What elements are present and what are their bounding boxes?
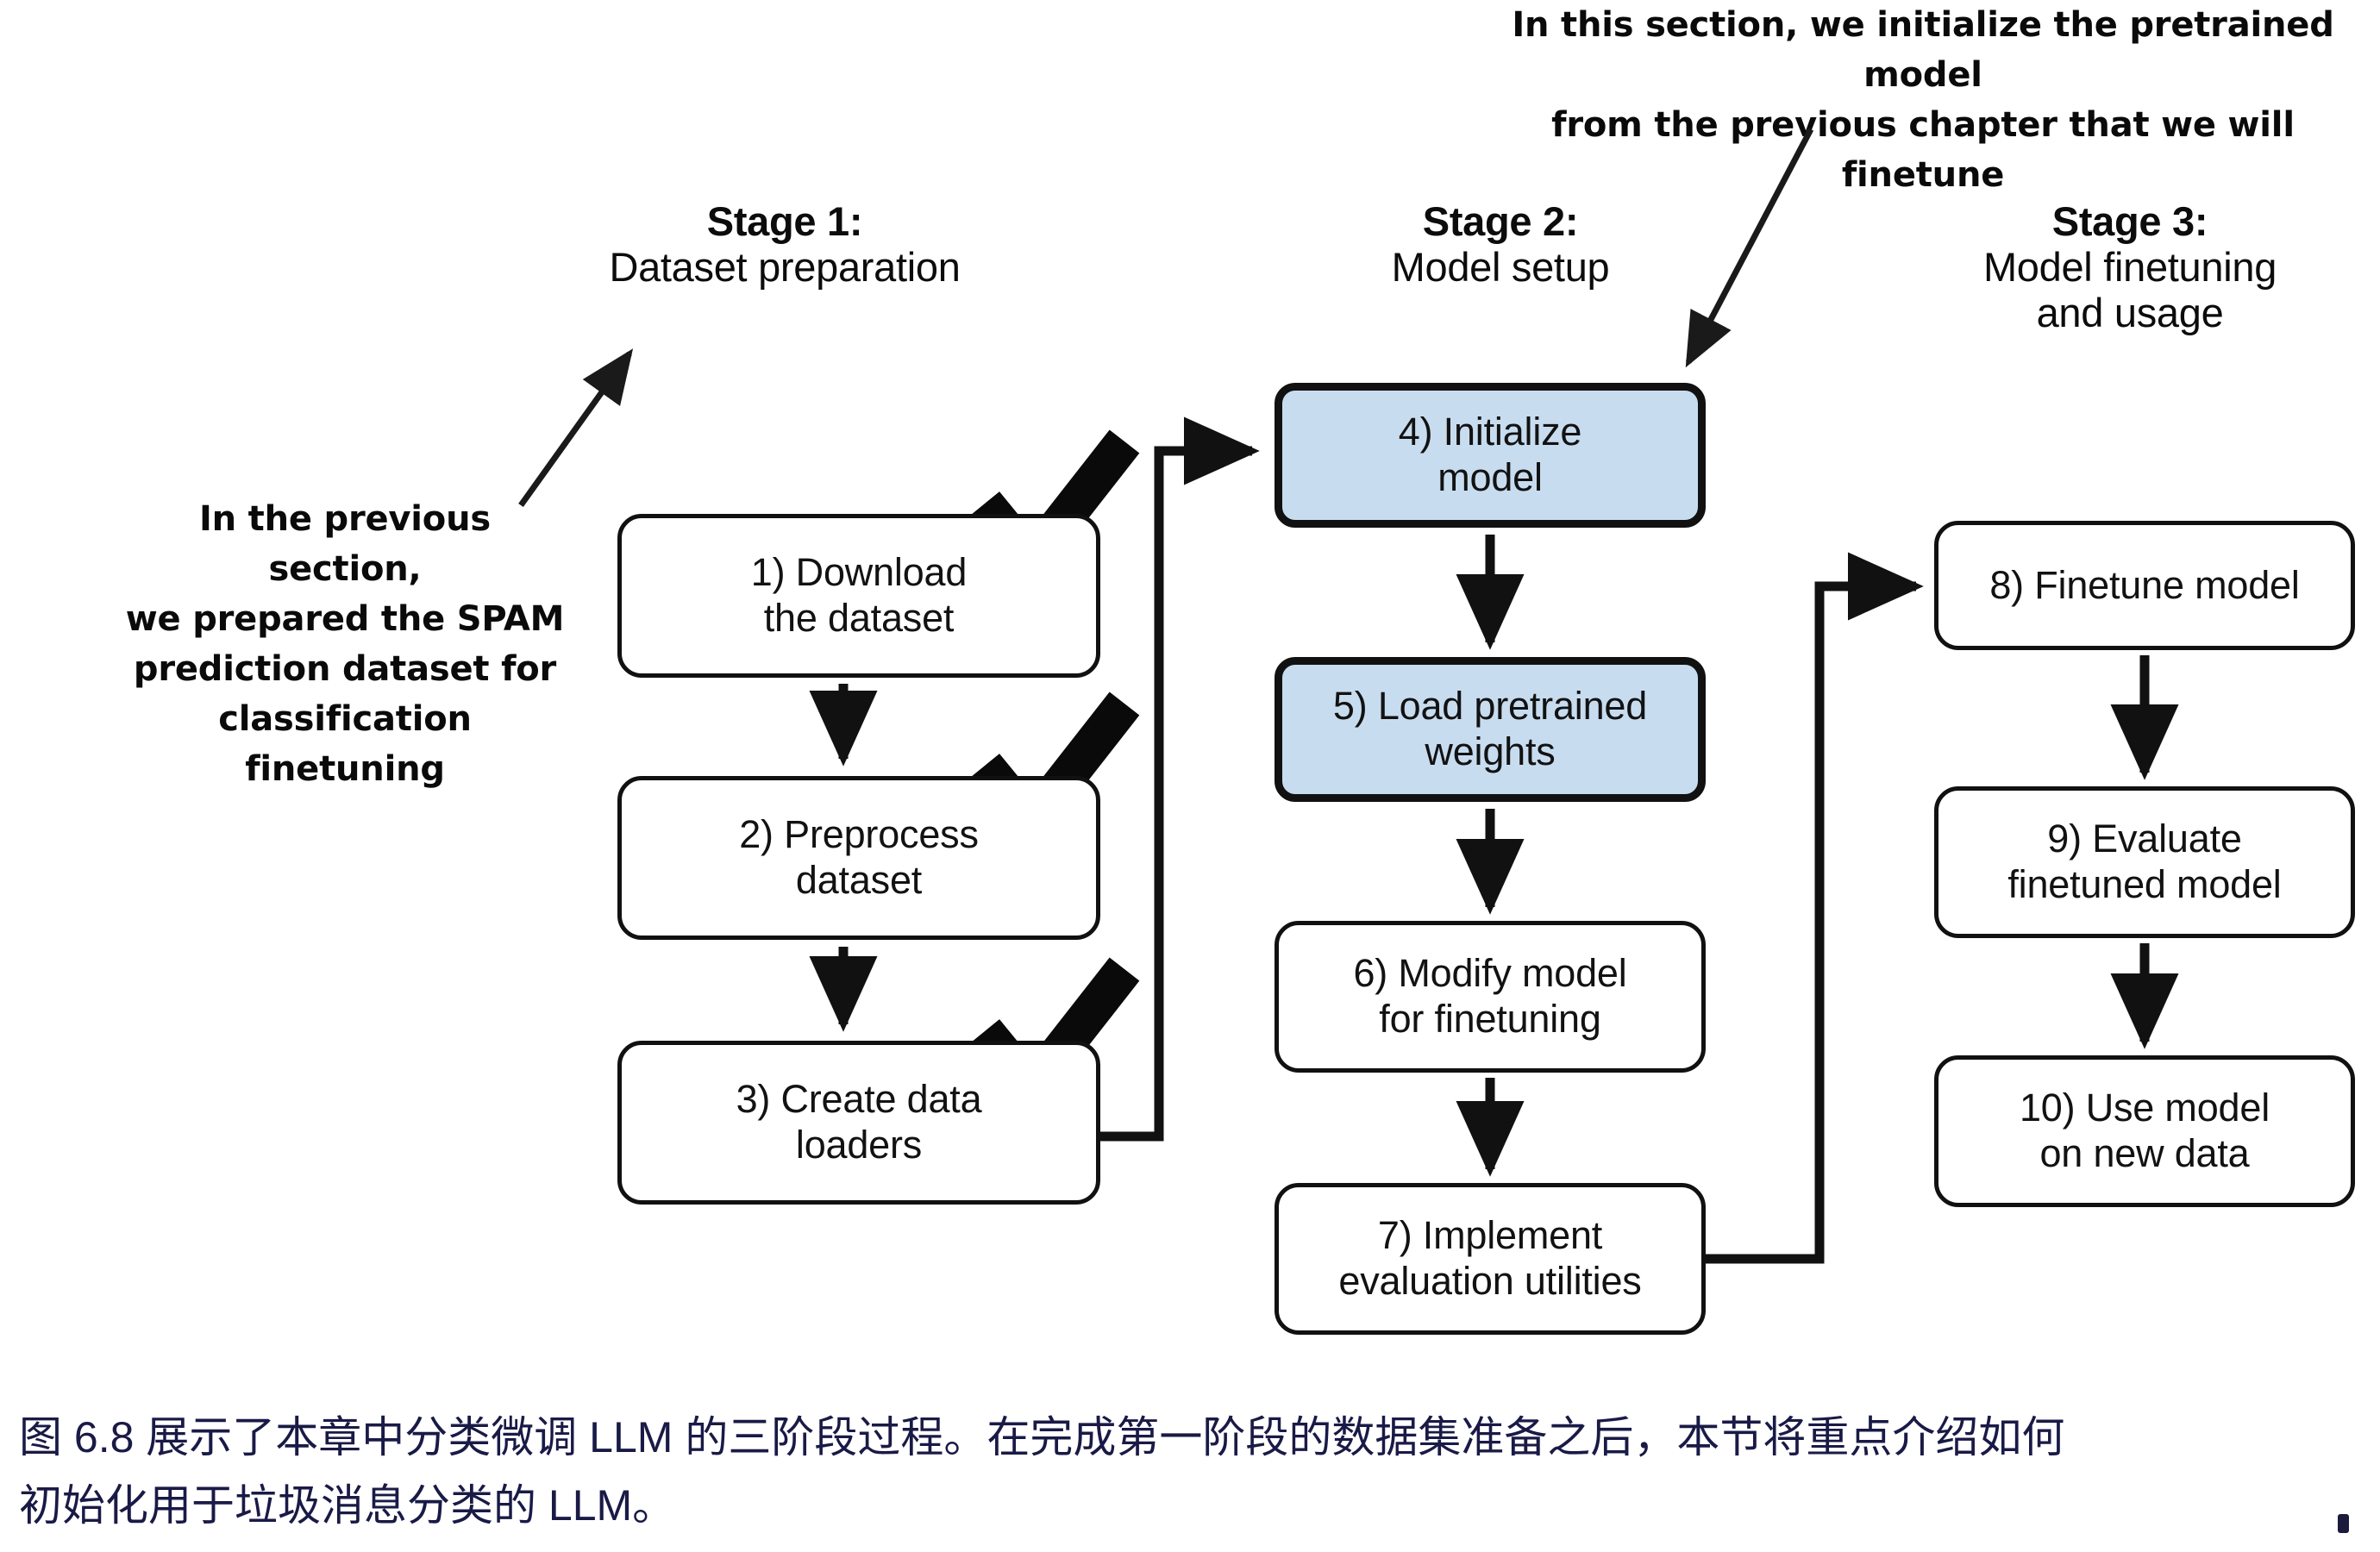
figure-caption: 图 6.8 展示了本章中分类微调 LLM 的三阶段过程。在完成第一阶段的数据集准… <box>0 1404 2380 1540</box>
stage-1-subtitle: Dataset preparation <box>609 244 961 291</box>
node-7-line-2: evaluation utilities <box>1338 1259 1642 1303</box>
node-10-line-2: on new data <box>2039 1131 2250 1175</box>
figure-canvas: Stage 1: Dataset preparation Stage 2: Mo… <box>121 0 2380 1335</box>
node-8-line-1: 8) Finetune model <box>1989 562 2300 607</box>
node-2-line-2: dataset <box>795 858 923 902</box>
node-5-line-1: 5) Load pretrained <box>1332 684 1648 729</box>
caption-line-1: 图 6.8 展示了本章中分类微调 LLM 的三阶段过程。在完成第一阶段的数据集准… <box>19 1413 2065 1461</box>
flow-node-finetune-model[interactable]: 8) Finetune model <box>1934 521 2355 650</box>
stage-2-subtitle: Model setup <box>1391 244 1610 291</box>
stage-3-subtitle-line-2: and usage <box>2036 290 2224 336</box>
arrow-annotation-left-pointer <box>518 348 634 508</box>
node-5-line-2: weights <box>1425 729 1556 773</box>
annotation-previous-section: In the previous section, we prepared the… <box>121 494 569 794</box>
stage-2-heading: Stage 2: Model setup <box>1233 198 1768 290</box>
flow-node-download-dataset[interactable]: 1) Download the dataset <box>617 514 1100 678</box>
node-1-line-2: the dataset <box>763 596 955 640</box>
stage-1-heading: Stage 1: Dataset preparation <box>483 198 1087 290</box>
annotation-left-line-4: classification finetuning <box>218 699 472 789</box>
node-9-line-1: 9) Evaluate <box>2047 817 2242 861</box>
flow-node-modify-model[interactable]: 6) Modify model for finetuning <box>1275 921 1706 1073</box>
connector-stage1-to-stage2 <box>1100 416 1260 1142</box>
flow-node-load-pretrained-weights[interactable]: 5) Load pretrained weights <box>1275 657 1706 802</box>
stage-3-heading: Stage 3: Model finetuning and usage <box>1863 198 2380 335</box>
flow-node-preprocess-dataset[interactable]: 2) Preprocess dataset <box>617 776 1100 940</box>
caption-line-2: 初始化用于垃圾消息分类的 LLM。 <box>19 1481 676 1530</box>
node-9-line-2: finetuned model <box>2007 862 2282 906</box>
text-cursor-marker <box>2338 1514 2349 1533</box>
annotation-this-section: In this section, we initialize the pretr… <box>1466 0 2380 200</box>
node-10-line-1: 10) Use model <box>2019 1086 2270 1130</box>
stage-3-subtitle-line-1: Model finetuning <box>1982 244 2277 291</box>
node-7-line-1: 7) Implement <box>1377 1213 1603 1258</box>
flow-node-implement-evaluation-utilities[interactable]: 7) Implement evaluation utilities <box>1275 1183 1706 1335</box>
node-6-line-2: for finetuning <box>1379 997 1601 1041</box>
node-2-line-1: 2) Preprocess <box>739 812 979 857</box>
flow-node-use-model-on-new-data[interactable]: 10) Use model on new data <box>1934 1055 2355 1207</box>
flow-node-initialize-model[interactable]: 4) Initialize model <box>1275 383 1706 528</box>
annotation-left-line-1: In the previous section, <box>199 499 491 589</box>
stage-3-title: Stage 3: <box>2051 198 2208 244</box>
node-1-line-1: 1) Download <box>750 550 968 595</box>
annotation-left-line-3: prediction dataset for <box>133 649 557 689</box>
flow-node-create-data-loaders[interactable]: 3) Create data loaders <box>617 1041 1100 1205</box>
node-3-line-2: loaders <box>795 1123 923 1167</box>
node-4-line-1: 4) Initialize <box>1398 410 1582 454</box>
node-3-line-1: 3) Create data <box>736 1077 982 1122</box>
annotation-left-line-2: we prepared the SPAM <box>125 599 565 639</box>
node-4-line-2: model <box>1437 455 1543 499</box>
annotation-right-line-2: from the previous chapter that we will f… <box>1551 105 2295 195</box>
node-6-line-1: 6) Modify model <box>1353 951 1627 996</box>
connector-stage2-to-stage3 <box>1706 552 1924 1264</box>
stage-2-title: Stage 2: <box>1422 198 1579 244</box>
annotation-right-line-1: In this section, we initialize the pretr… <box>1512 5 2334 95</box>
stage-1-title: Stage 1: <box>706 198 863 244</box>
flow-node-evaluate-finetuned-model[interactable]: 9) Evaluate finetuned model <box>1934 786 2355 938</box>
